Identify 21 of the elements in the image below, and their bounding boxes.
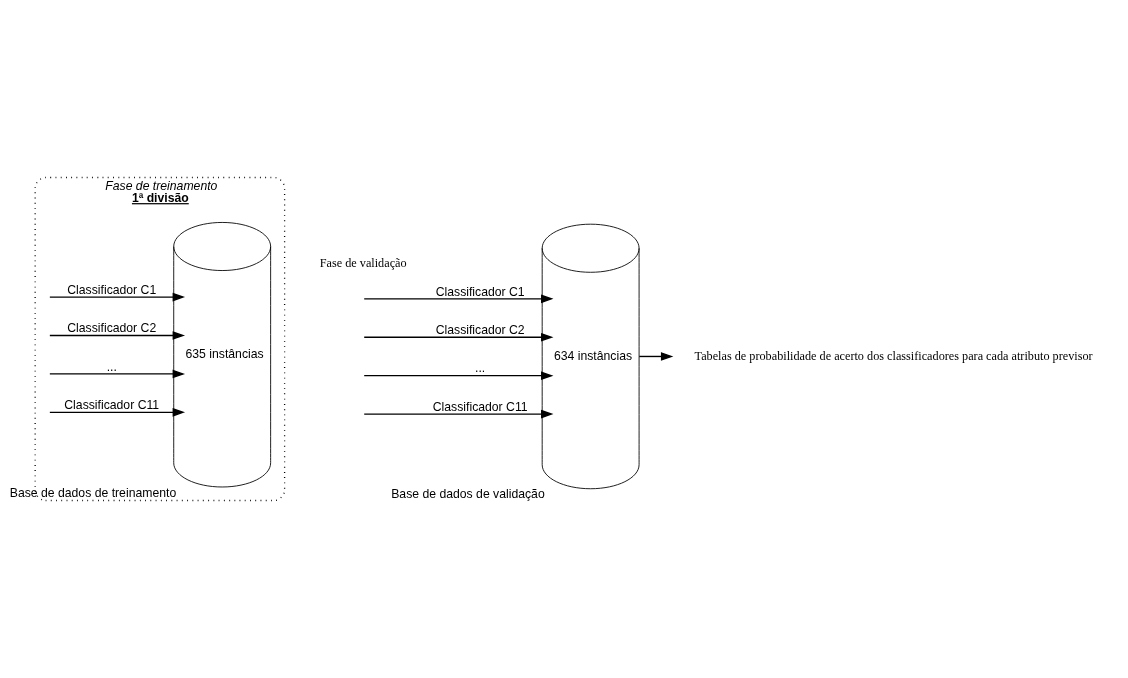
- arrow: [49, 369, 185, 379]
- node-label: Base de dados de treinamento: [9, 485, 177, 500]
- edge-label: ...: [106, 359, 117, 374]
- arrow: [49, 292, 185, 302]
- edge-label: ...: [475, 361, 486, 376]
- node-text: Tabelas de probabilidade de acerto dos classificadores para cada atributo previsor: [694, 348, 1093, 363]
- arrow: [49, 408, 185, 417]
- edge-label: Classificador C2: [435, 322, 525, 337]
- edge-label: Classificador C11: [432, 399, 528, 414]
- arrow: [363, 409, 554, 419]
- edge-label: Classificador C2: [67, 321, 157, 336]
- edge-label: Classificador C1: [67, 282, 157, 297]
- arrow: [363, 371, 554, 380]
- edge-label: Classificador C1: [435, 284, 525, 299]
- label: Fase de validação: [319, 256, 407, 271]
- arrow: [363, 294, 554, 304]
- arrow: [638, 352, 674, 361]
- node-label: Base de dados de validação: [391, 487, 545, 502]
- arrow: [49, 331, 185, 340]
- arrow: [363, 332, 554, 342]
- edge-label: Classificador C11: [64, 398, 160, 413]
